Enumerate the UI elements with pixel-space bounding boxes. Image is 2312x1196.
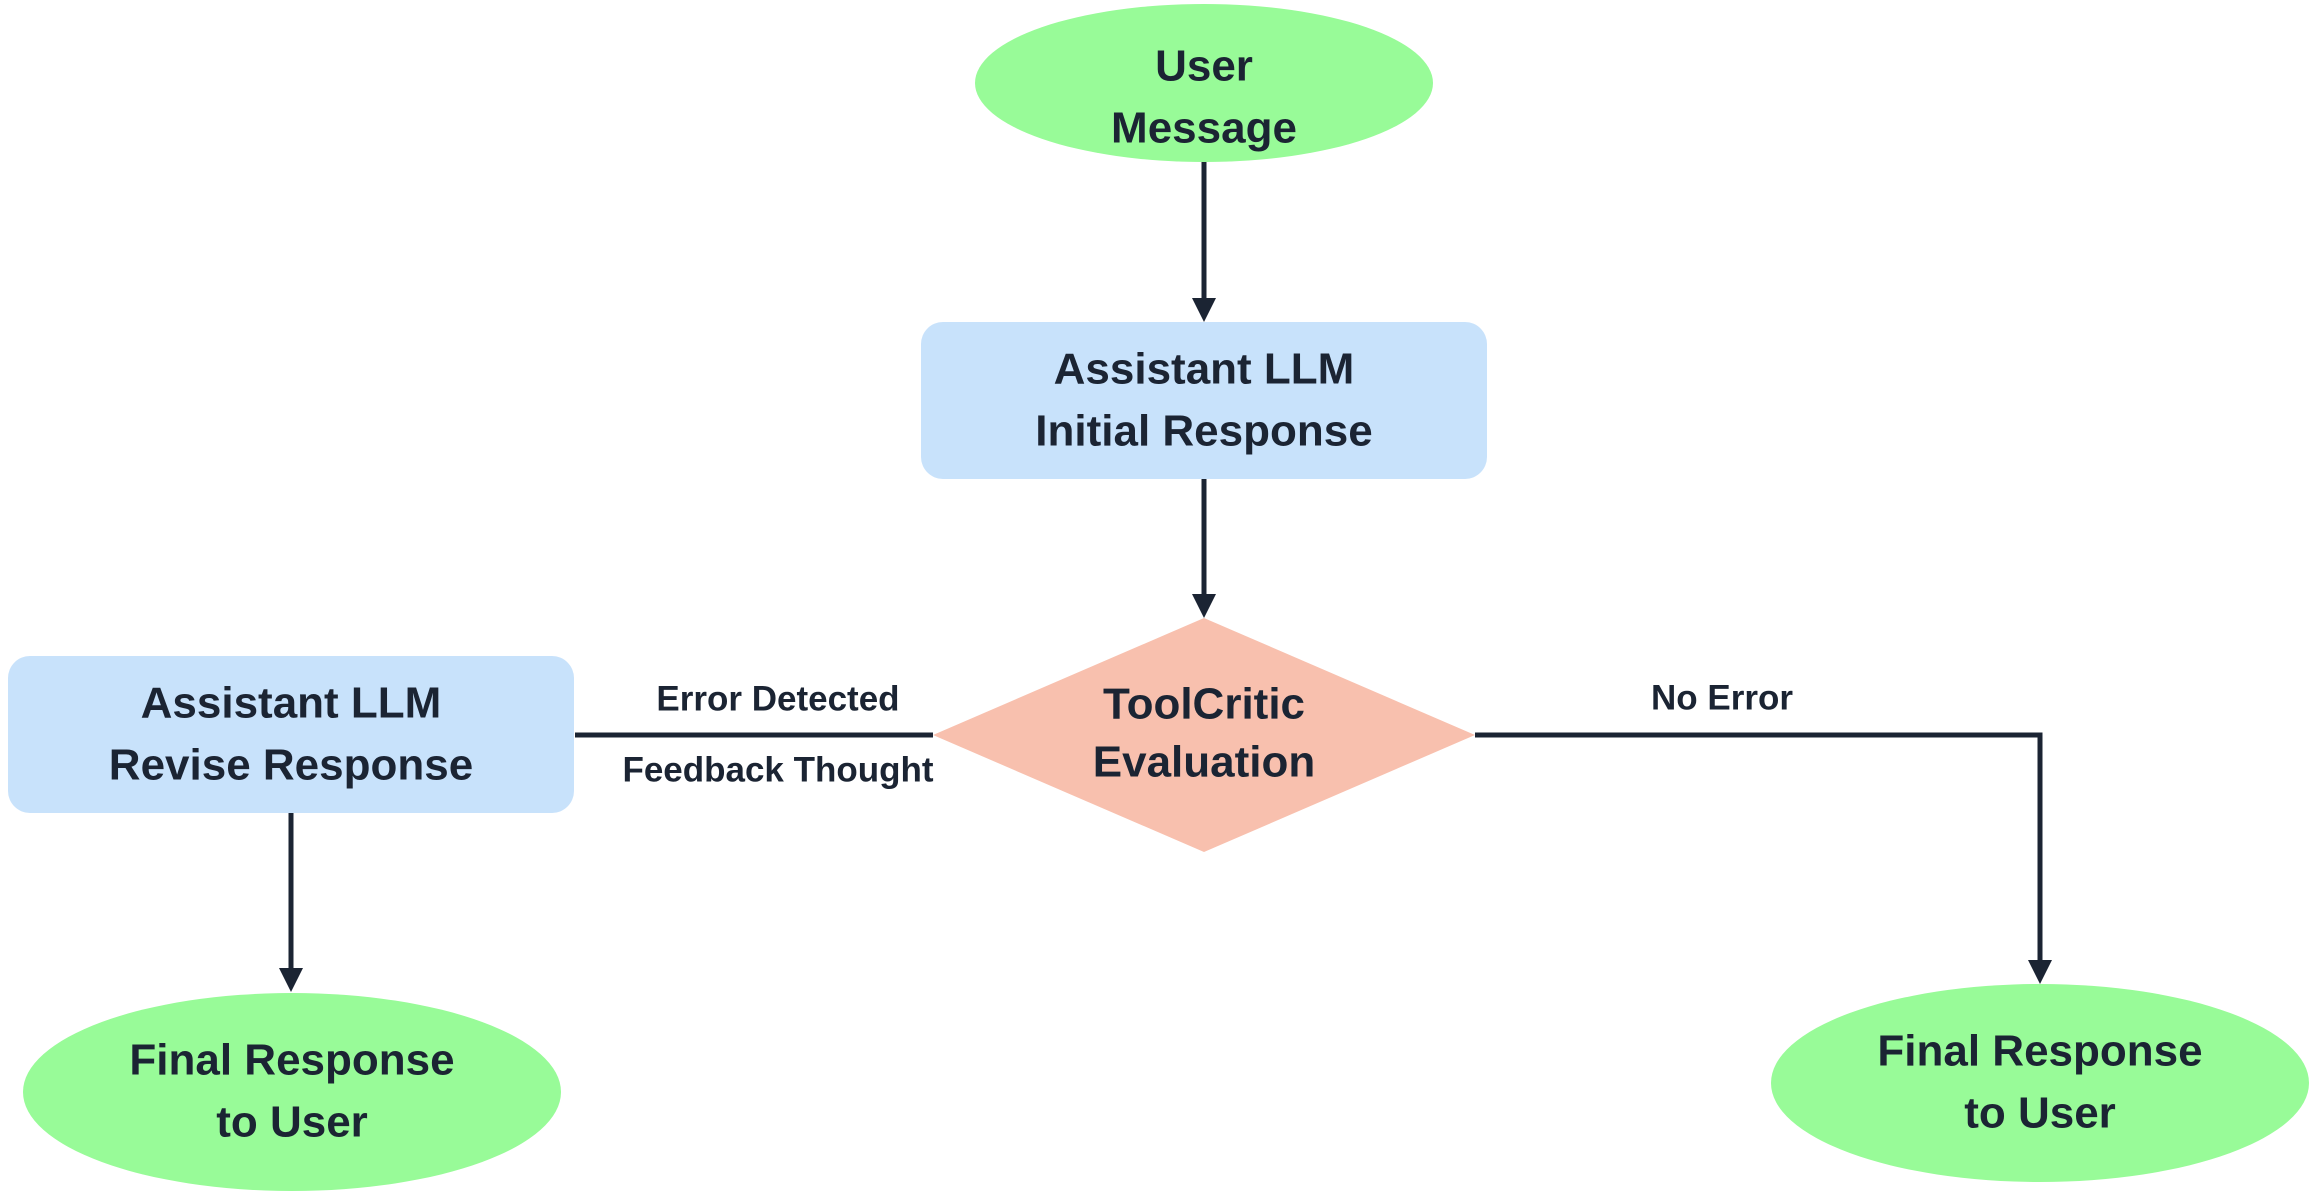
edge-label-no-error: No Error	[1651, 678, 1793, 717]
node-label-line1: User	[1155, 42, 1253, 91]
terminal-ellipse	[975, 4, 1433, 162]
node-label-line1: Final Response	[1877, 1027, 2202, 1076]
connectors	[279, 160, 2052, 992]
terminal-ellipse	[23, 993, 561, 1191]
node-toolcritic: ToolCritic Evaluation	[933, 618, 1475, 852]
node-label-line1: ToolCritic	[1103, 680, 1305, 729]
line-toolcritic-to-final-right	[1475, 732, 2043, 962]
node-label-line1: Final Response	[129, 1036, 454, 1085]
node-label-line2: Evaluation	[1093, 738, 1316, 787]
arrowhead-initial-to-toolcritic	[1192, 594, 1216, 618]
process-box	[921, 322, 1487, 479]
decision-diamond	[933, 618, 1475, 852]
node-label-line2: to User	[216, 1098, 368, 1147]
arrowhead-revise-to-final-left	[279, 968, 303, 992]
node-label-line2: Revise Response	[109, 741, 473, 790]
node-label-line1: Assistant LLM	[1054, 345, 1355, 394]
arrowhead-user-to-initial	[1192, 298, 1216, 322]
node-user-message: User Message	[975, 4, 1433, 162]
arrowhead-toolcritic-to-final-right	[2028, 960, 2052, 984]
terminal-ellipse	[1771, 984, 2309, 1182]
edge-label-error-detected: Error Detected	[656, 679, 899, 718]
node-label-line1: Assistant LLM	[141, 679, 442, 728]
edge-label-feedback-thought: Feedback Thought	[622, 750, 933, 789]
node-label-line2: Initial Response	[1035, 407, 1372, 456]
node-final-left: Final Response to User	[23, 993, 561, 1191]
node-label-line2: Message	[1111, 104, 1297, 153]
node-final-right: Final Response to User	[1771, 984, 2309, 1182]
node-revise-response: Assistant LLM Revise Response	[8, 656, 574, 813]
process-box	[8, 656, 574, 813]
node-label-line2: to User	[1964, 1089, 2116, 1138]
node-initial-response: Assistant LLM Initial Response	[921, 322, 1487, 479]
